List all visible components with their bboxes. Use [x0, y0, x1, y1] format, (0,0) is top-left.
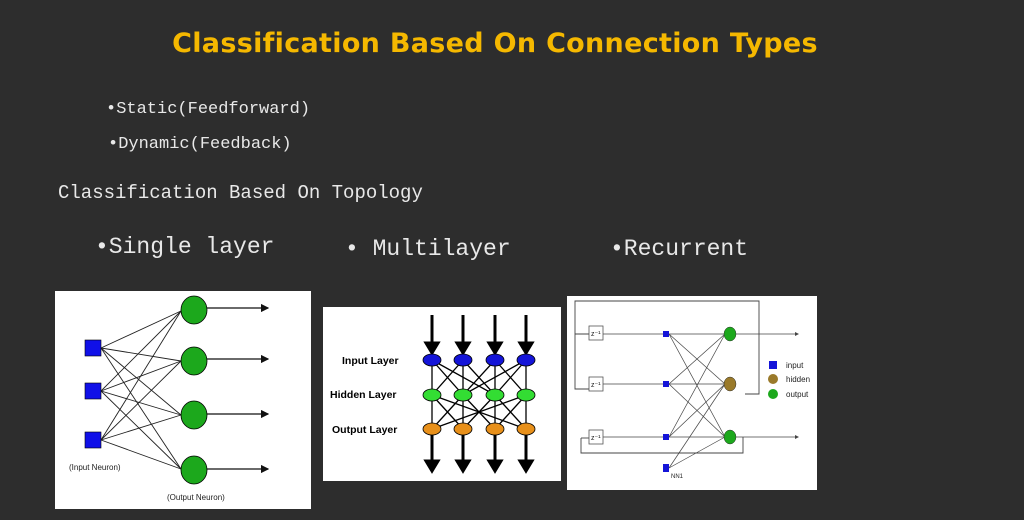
- input-layer-nodes: [422, 353, 536, 367]
- legend-input-label: input: [786, 361, 804, 370]
- recurrent-output-arrowheads: [795, 332, 799, 439]
- input-node-2: [453, 353, 473, 367]
- single-layer-connections: [100, 310, 182, 470]
- output-neuron-2: [180, 346, 208, 376]
- multilayer-diagram: Input Layer Hidden Layer Output Layer: [323, 307, 561, 481]
- recurrent-diagram: z⁻¹ z⁻¹ z⁻¹ NN1 input hidden output: [567, 296, 817, 490]
- delay-label-3: z⁻¹: [591, 435, 601, 442]
- input-node-1: [422, 353, 442, 367]
- delay-label-2: z⁻¹: [591, 382, 601, 389]
- input-neuron-2: [84, 382, 102, 400]
- single-layer-output-arrows: [207, 303, 270, 474]
- legend-hidden-label: hidden: [786, 375, 810, 384]
- output-node-2: [453, 422, 473, 436]
- topology-heading: Classification Based On Topology: [58, 182, 423, 204]
- multilayer-output-arrows: [423, 435, 535, 474]
- output-neuron-4: [180, 455, 208, 485]
- hidden-node-3: [485, 388, 505, 402]
- hidden-node-1: [422, 388, 442, 402]
- bullet-static-feedforward: •Static(Feedforward): [106, 100, 311, 119]
- delay-label-1: z⁻¹: [591, 331, 601, 338]
- input-neuron-caption: (Input Neuron): [69, 463, 121, 472]
- legend-hidden-swatch: [768, 374, 778, 384]
- hidden-node-2: [453, 388, 473, 402]
- recurrent-output-node-2: [723, 429, 737, 445]
- input-neuron-3: [84, 431, 102, 449]
- recurrent-input-node-1: [663, 331, 669, 337]
- output-neuron-1: [180, 295, 208, 325]
- legend-output-swatch: [768, 389, 778, 399]
- recurrent-input-nodes: [663, 331, 669, 472]
- delay-box-2: [588, 376, 604, 392]
- bullet-dynamic-feedback: •Dynamic(Feedback): [108, 135, 292, 154]
- input-node-4: [516, 353, 536, 367]
- recurrent-output-node-1: [723, 326, 737, 342]
- recurrent-input-node-4: [663, 464, 669, 472]
- multilayer-connections: [431, 359, 527, 430]
- recurrent-input-node-2: [663, 381, 669, 387]
- single-layer-diagram: (Input Neuron) (Output Neuron): [55, 291, 311, 509]
- topology-multilayer: • Multilayer: [345, 236, 511, 262]
- recurrent-hidden-node: [723, 376, 737, 392]
- input-layer-label: Input Layer: [342, 355, 399, 367]
- multilayer-svg: Input Layer Hidden Layer Output Layer: [330, 315, 536, 474]
- topology-recurrent: •Recurrent: [610, 236, 749, 262]
- multilayer-input-arrows: [423, 315, 535, 356]
- output-layer-label: Output Layer: [332, 424, 397, 436]
- hidden-layer-label: Hidden Layer: [330, 389, 397, 401]
- output-neuron-caption: (Output Neuron): [167, 493, 225, 502]
- single-layer-svg: (Input Neuron) (Output Neuron): [69, 295, 270, 502]
- delay-box-3: [588, 429, 604, 445]
- recurrent-feedback-loops: [574, 300, 760, 454]
- output-node-1: [422, 422, 442, 436]
- delay-units: [588, 325, 604, 445]
- recurrent-connections: [603, 333, 795, 469]
- recurrent-svg: z⁻¹ z⁻¹ z⁻¹ NN1 input hidden output: [574, 300, 810, 480]
- hidden-node-4: [516, 388, 536, 402]
- topology-single-layer: •Single layer: [95, 234, 275, 260]
- input-node-3: [485, 353, 505, 367]
- output-layer-nodes: [422, 422, 536, 436]
- recurrent-legend: input hidden output: [768, 361, 810, 399]
- input-neuron-1: [84, 339, 102, 357]
- delay-box-1: [588, 325, 604, 341]
- output-node-4: [516, 422, 536, 436]
- legend-input-swatch: [769, 361, 777, 369]
- legend-output-label: output: [786, 390, 809, 399]
- network-label: NN1: [671, 474, 684, 480]
- slide-title: Classification Based On Connection Types: [172, 28, 818, 59]
- output-node-3: [485, 422, 505, 436]
- recurrent-input-node-3: [663, 434, 669, 440]
- output-neuron-3: [180, 400, 208, 430]
- hidden-layer-nodes: [422, 388, 536, 402]
